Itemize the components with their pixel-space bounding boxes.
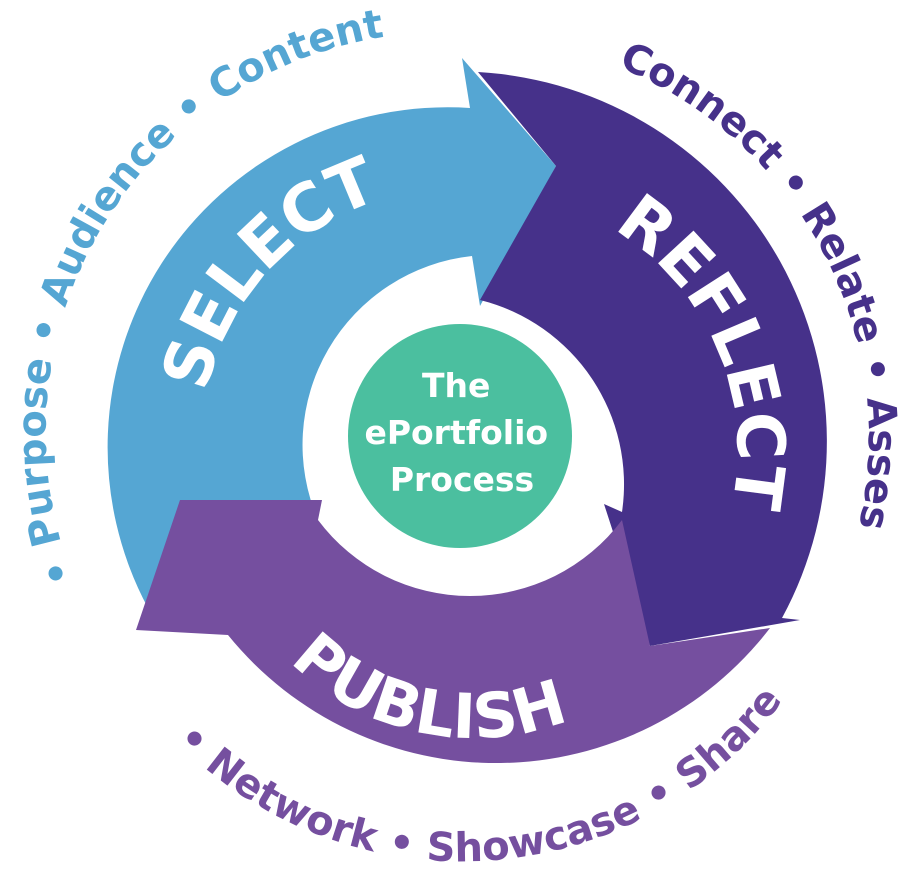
bullet-dot: • [371, 816, 430, 870]
svg-text:The ePortfolio Pro: The ePortfolio Process [364, 366, 559, 499]
publish-arrow [136, 500, 770, 764]
bullet-showcase: Showcase [425, 786, 647, 872]
bullet-network: Network [198, 739, 384, 862]
center-hub: The ePortfolio Process [348, 324, 572, 548]
reflect-arrow [478, 72, 827, 646]
bullet-purpose: Purpose [9, 355, 70, 552]
center-circle [348, 324, 572, 548]
center-title-line-2: ePortfolio [364, 413, 548, 452]
bullet-dot: • [848, 338, 902, 400]
select-arrow [107, 58, 557, 608]
center-title-line-1: The [422, 366, 490, 405]
bullet-content: Content [200, 1, 386, 110]
center-title-line-3: Process [390, 460, 534, 499]
ring [107, 58, 827, 764]
